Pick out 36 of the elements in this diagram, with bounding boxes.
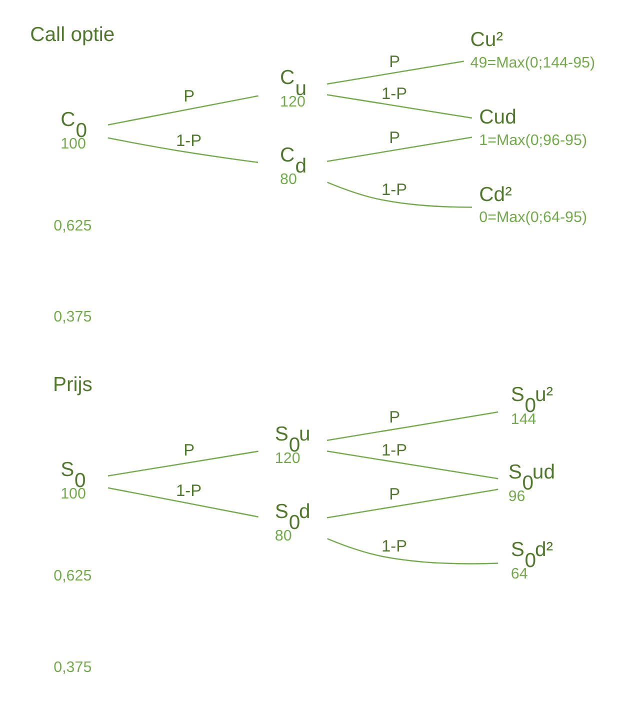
node-text: Cd² (479, 184, 512, 206)
edge-label: 1-P (381, 441, 408, 460)
label: Call optie (30, 24, 115, 46)
label: 0,375 (54, 658, 92, 676)
edge-label: P (184, 87, 195, 106)
connector (326, 60, 464, 85)
edge-label: 1-P (381, 181, 408, 200)
label: 0,625 (54, 567, 92, 584)
connector (327, 538, 498, 564)
label: 0,375 (54, 308, 92, 326)
connector (326, 94, 472, 119)
label: Prijs (52, 374, 92, 396)
connector (326, 450, 498, 480)
edge-label: P (389, 53, 400, 72)
node-text: Cud (479, 106, 516, 128)
connector (326, 488, 498, 518)
edge-label: 1-P (176, 132, 202, 150)
node-label: 1=Max(0;96-95) (479, 132, 588, 149)
node-text: Cu² (470, 29, 503, 52)
edge-label: P (389, 408, 400, 426)
edge-label: P (389, 129, 400, 148)
connector (108, 487, 258, 518)
edge-label: 1-P (381, 538, 408, 556)
connector (326, 136, 472, 162)
edge-label: P (389, 486, 400, 504)
connector (108, 137, 258, 164)
node-label: 0=Max(0;64-95) (479, 209, 588, 226)
edge-label: P (184, 441, 195, 460)
edge-label: 1-P (381, 84, 408, 103)
edge-label: 1-P (176, 482, 202, 500)
connector (108, 95, 258, 126)
node-label: 49=Max(0;144-95) (470, 54, 596, 72)
connector (327, 182, 472, 208)
connector (108, 450, 258, 477)
connector (326, 411, 498, 442)
label: 0,625 (54, 217, 92, 234)
